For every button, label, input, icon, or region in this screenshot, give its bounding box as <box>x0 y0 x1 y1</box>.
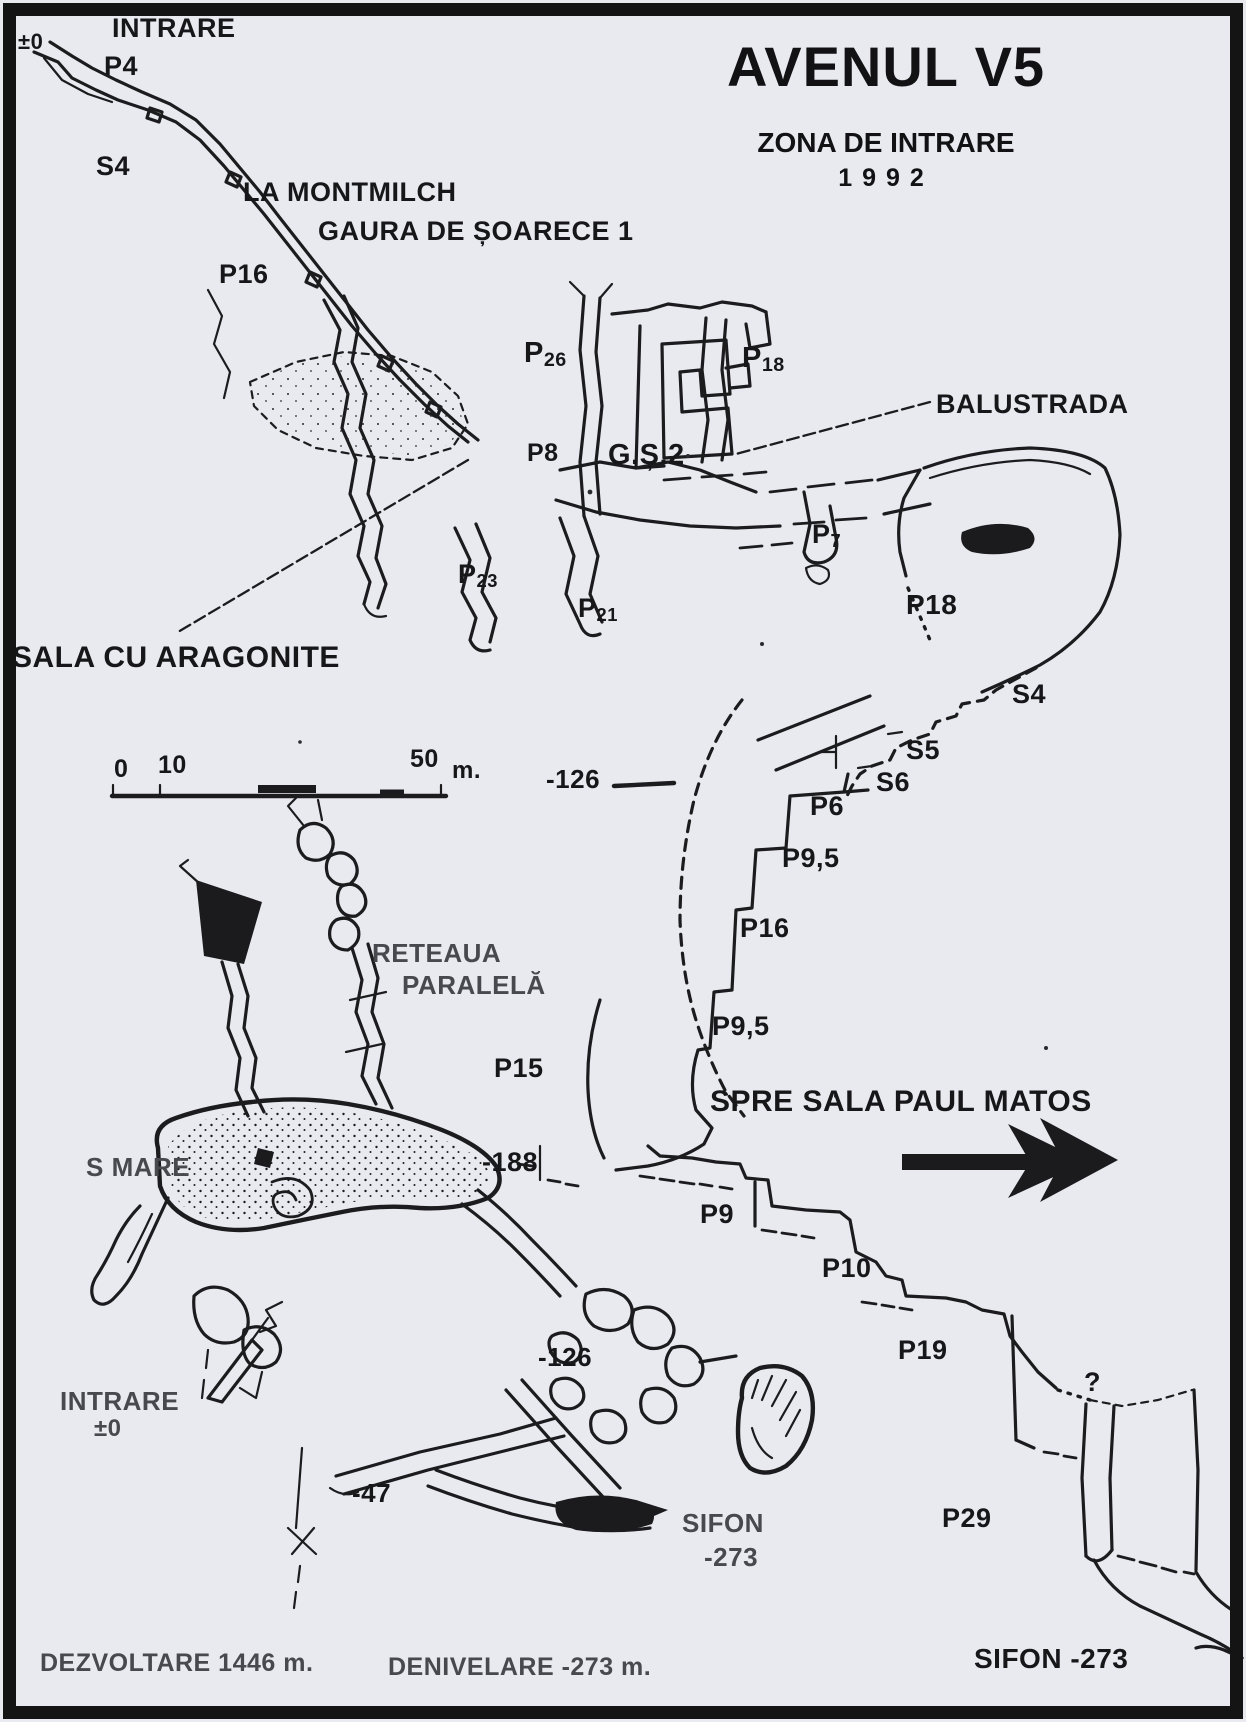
profile-upper-drawing <box>516 694 886 1188</box>
label-p18-main: P18 <box>906 589 958 620</box>
label-p23-subscript: 23 <box>476 569 498 591</box>
label-p6: P6 <box>810 791 845 821</box>
label-depth-126-upper: -126 <box>546 764 601 794</box>
label-balustrada: BALUSTRADA <box>936 389 1129 419</box>
label-p18-upper: P18 <box>742 342 785 377</box>
label-depth-47: -47 <box>352 1478 392 1508</box>
label-p18-upper-subscript: 18 <box>761 354 785 377</box>
title-block: AVENUL V5 ZONA DE INTRARE 1992 <box>630 34 1142 193</box>
label-p19: P19 <box>898 1335 948 1365</box>
label-p26-subscript: 26 <box>543 349 567 372</box>
label-p7-subscript: 7 <box>830 529 842 551</box>
label-scale-50: 50 <box>410 745 439 773</box>
north-arrow-icon <box>206 1300 284 1404</box>
label-p29: P29 <box>942 1503 992 1533</box>
p18-chamber-drawing <box>818 446 1122 800</box>
map-year: 1992 <box>838 164 934 192</box>
label-p7: P7 <box>812 519 842 551</box>
label-reteaua: RETEAUA <box>372 938 502 968</box>
gallery-drawing <box>453 460 932 653</box>
label-p21: P21 <box>578 593 618 625</box>
label-depth-126-lower: -126 <box>538 1342 593 1372</box>
label-sifon-bottom: SIFON -273 <box>974 1643 1129 1674</box>
direction-arrow-icon <box>902 1118 1118 1202</box>
label-s-mare: S MARE <box>86 1152 191 1182</box>
label-la-montmilch: LA MONTMILCH <box>243 177 457 207</box>
label-s4-right: S4 <box>1012 679 1047 709</box>
label-p8: P8 <box>527 439 559 467</box>
balustrada-leader-line <box>734 400 932 456</box>
scan-noise-dots <box>298 454 1048 1098</box>
label-scale-0: 0 <box>114 755 129 783</box>
label-p4: P4 <box>104 51 139 81</box>
label-paralela: PARALELĂ <box>402 970 546 1000</box>
label-s5: S5 <box>906 735 941 765</box>
label-dezvoltare: DEZVOLTARE 1446 m. <box>40 1649 314 1677</box>
map-subtitle: ZONA DE INTRARE <box>757 127 1015 158</box>
label-p9-5-a: P9,5 <box>782 843 840 873</box>
aragonite-leader-line <box>176 458 470 634</box>
label-entrance-zero-top: ±0 <box>18 29 44 54</box>
label-spre-sala-paul-matos: SPRE SALA PAUL MATOS <box>710 1085 1092 1118</box>
label-scale-unit: m. <box>452 757 482 784</box>
label-p26: P26 <box>524 337 567 372</box>
label-p10: P10 <box>822 1253 872 1283</box>
label-p23: P23 <box>458 559 498 591</box>
label-p9-5-b: P9,5 <box>712 1011 770 1041</box>
label-intrare-top: INTRARE <box>112 13 236 43</box>
upper-network-drawing <box>248 280 772 618</box>
label-depth-273-mid: -273 <box>704 1542 759 1572</box>
label-entrance-zero-lower: ±0 <box>94 1415 122 1442</box>
label-gaura-de-soarece-1: GAURA DE ȘOARECE 1 <box>318 216 634 246</box>
label-s6: S6 <box>876 767 911 797</box>
label-p15: P15 <box>494 1053 544 1083</box>
label-question-mark: ? <box>1084 1367 1101 1397</box>
label-sifon-mid: SIFON <box>682 1508 764 1538</box>
scale-bar-drawing <box>109 780 677 799</box>
label-scale-10: 10 <box>158 751 187 779</box>
label-sala-cu-aragonite: SALA CU ARAGONITE <box>12 641 340 674</box>
label-s4-top: S4 <box>96 151 131 181</box>
label-denivelare: DENIVELARE -273 m. <box>388 1653 652 1681</box>
label-depth-188: -188 <box>482 1147 539 1177</box>
label-gs2: G.Ș.2 <box>608 439 685 471</box>
label-p16-mid: P16 <box>740 913 790 943</box>
label-p9: P9 <box>700 1199 735 1229</box>
lower-network-drawing <box>90 796 816 1610</box>
label-p21-subscript: 21 <box>596 603 618 625</box>
label-intrare-lower: INTRARE <box>60 1386 180 1416</box>
map-title: AVENUL V5 <box>726 35 1046 98</box>
label-p16-top: P16 <box>219 259 269 289</box>
